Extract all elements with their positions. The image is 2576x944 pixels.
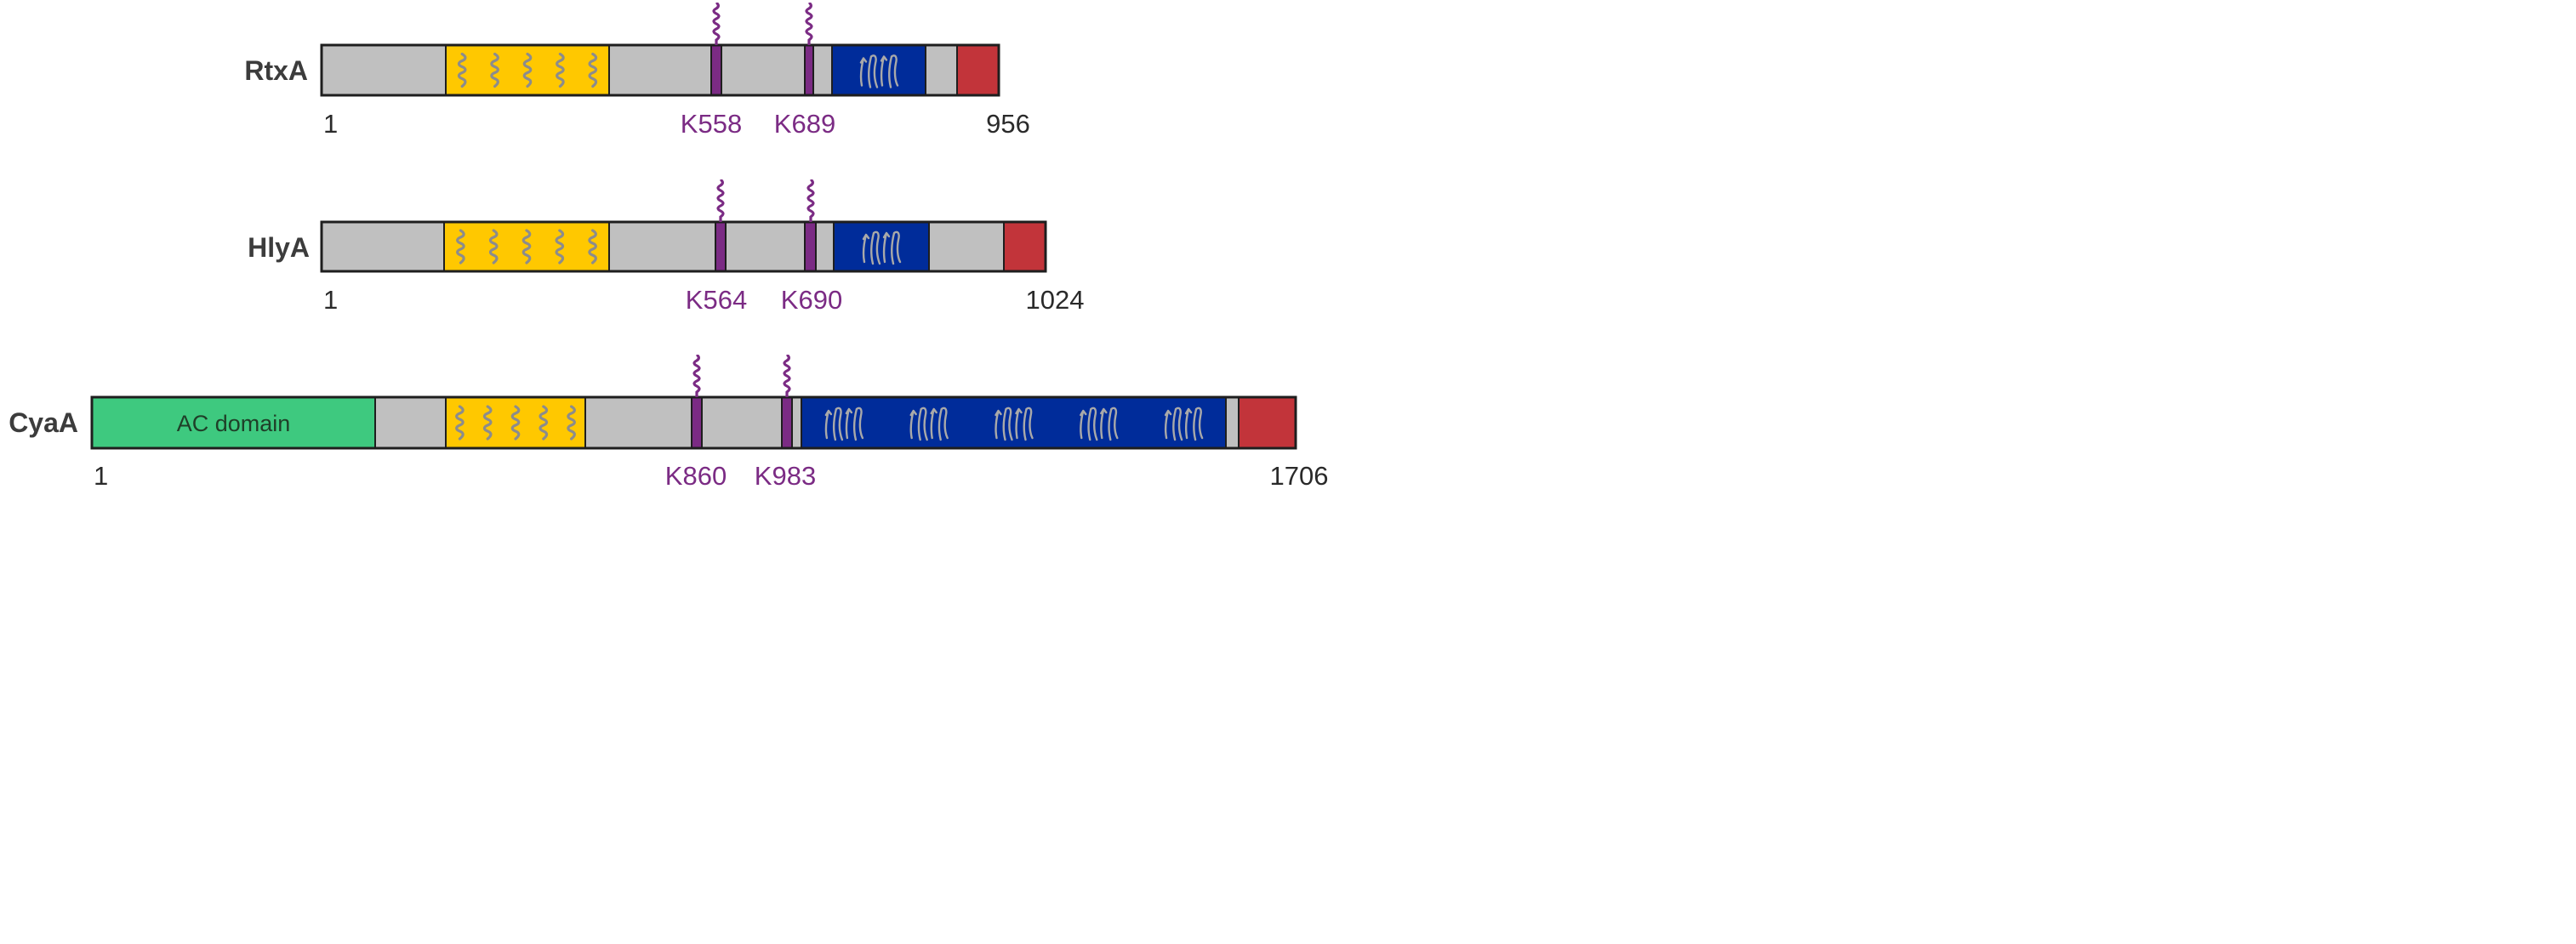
domain-gray (701, 396, 783, 449)
domain-label: AC domain (177, 411, 291, 436)
domain-sheet (801, 396, 1227, 449)
acylation-site-label: K983 (755, 461, 816, 489)
domain-site (804, 44, 814, 96)
protein-name: CyaA (9, 407, 78, 438)
domain-gray (925, 44, 958, 96)
acylation-chain-icon (806, 179, 815, 222)
domain-bar: AC domain (90, 395, 1297, 450)
domain-site (781, 396, 793, 449)
domain-gray (791, 396, 802, 449)
acylation-chain-icon (783, 355, 791, 397)
domain-red (1238, 396, 1297, 449)
domain-site (691, 396, 703, 449)
domain-sheet (833, 221, 930, 272)
domain-site (710, 44, 722, 96)
protein-name: HlyA (248, 232, 310, 263)
domain-bar (320, 220, 1047, 273)
domain-gray (584, 396, 692, 449)
domain-gray (321, 221, 445, 272)
protein-row-rtxa: RtxA 1 K558 K689 956 (244, 3, 1030, 139)
domain-gray (608, 44, 712, 96)
acylation-chain-icon (692, 355, 701, 397)
end-residue: 1024 (1026, 285, 1085, 315)
protein-row-hlya: HlyA 1 K564 K690 1024 (248, 179, 1085, 315)
acylation-site-label: K564 (686, 285, 747, 315)
protein-name: RtxA (244, 55, 308, 86)
domain-gray (1225, 396, 1240, 449)
domain-sheet (831, 44, 926, 96)
domain-gray (321, 44, 447, 96)
acylation-site-label: K860 (665, 461, 727, 489)
domain-red (956, 44, 1000, 96)
domain-bar (320, 43, 1000, 97)
end-residue: 956 (986, 109, 1030, 139)
domain-gray (812, 44, 833, 96)
rtx-toxin-domain-diagram: RtxA 1 K558 K689 956 HlyA 1 K564 K690 10… (9, 3, 1328, 489)
protein-row-cyaa: CyaA AC domain 1 K860 K983 1706 (9, 355, 1328, 489)
acylation-site-label: K690 (781, 285, 842, 315)
domain-gray (608, 221, 716, 272)
domain-green: AC domain (91, 396, 376, 449)
acylation-chain-icon (805, 3, 813, 45)
start-residue: 1 (94, 461, 108, 489)
domain-site (804, 221, 817, 272)
acylation-site-label: K689 (774, 109, 835, 139)
acylation-chain-icon (712, 3, 721, 45)
bar-outline (90, 395, 1297, 450)
domain-gray (928, 221, 1005, 272)
acylation-site-label: K558 (681, 109, 742, 139)
domain-helix (445, 44, 610, 96)
domain-helix (445, 396, 586, 449)
acylation-sites (692, 355, 791, 397)
domain-gray (374, 396, 447, 449)
domain-gray (725, 221, 806, 272)
domain-red (1003, 221, 1046, 272)
domain-site (715, 221, 727, 272)
acylation-chain-icon (716, 179, 725, 222)
domain-helix (443, 221, 610, 272)
bar-outline (320, 220, 1047, 273)
bar-outline (320, 43, 1000, 97)
end-residue: 1706 (1270, 461, 1329, 489)
start-residue: 1 (323, 109, 338, 139)
domain-gray (721, 44, 806, 96)
acylation-sites (712, 3, 813, 45)
acylation-sites (716, 179, 815, 222)
domain-gray (815, 221, 835, 272)
start-residue: 1 (323, 285, 338, 315)
